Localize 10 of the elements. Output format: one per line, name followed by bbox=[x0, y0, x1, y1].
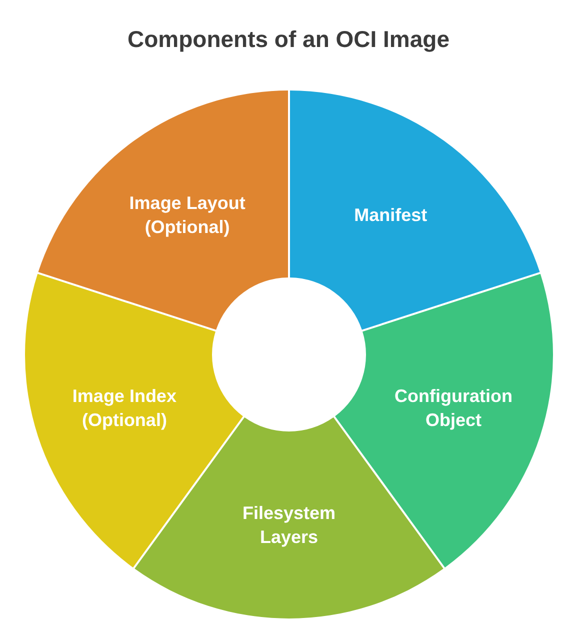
donut-segment bbox=[335, 273, 553, 568]
segment-label: Configuration Object bbox=[394, 384, 514, 432]
donut-segment bbox=[289, 90, 540, 330]
segment-label: Manifest bbox=[353, 204, 428, 227]
donut-segment bbox=[38, 90, 289, 330]
donut-segment bbox=[25, 273, 243, 568]
segment-label: Filesystem Layers bbox=[242, 502, 336, 548]
segment-label: Image Index (Optional) bbox=[71, 384, 178, 432]
diagram-title: Components of an OCI Image bbox=[127, 25, 450, 54]
segment-label: Image Layout (Optional) bbox=[128, 192, 246, 239]
